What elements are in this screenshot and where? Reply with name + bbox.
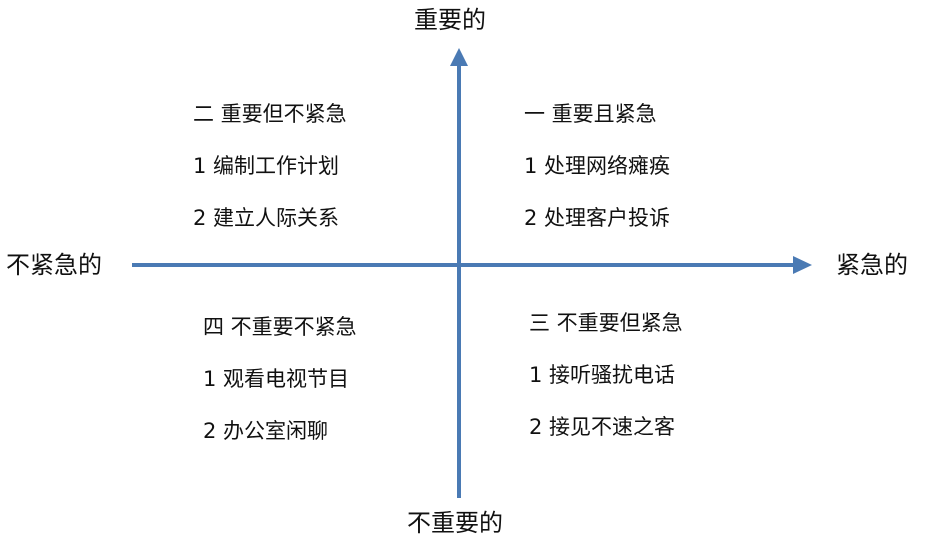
list-item: 2 处理客户投诉	[524, 206, 671, 230]
quadrant-important-urgent: 一 重要且紧急 1 处理网络瘫痪 2 处理客户投诉	[524, 102, 670, 231]
right-arrowhead	[793, 256, 812, 274]
up-arrowhead	[450, 48, 468, 66]
quadrant-not-important-not-urgent: 四 不重要不紧急 1 观看电视节目 2 办公室闲聊	[203, 315, 357, 444]
axis-label-important: 重要的	[414, 6, 486, 34]
axis-label-urgent: 紧急的	[836, 251, 908, 279]
list-item: 1 处理网络瘫痪	[524, 154, 671, 178]
list-item: 2 办公室闲聊	[203, 419, 329, 443]
list-item: 1 观看电视节目	[203, 367, 350, 391]
list-item: 2 接见不速之客	[529, 415, 676, 439]
quadrant-title: 三 不重要但紧急	[529, 311, 683, 335]
list-item: 1 编制工作计划	[193, 154, 340, 178]
quadrant-not-important-urgent: 三 不重要但紧急 1 接听骚扰电话 2 接见不速之客	[529, 311, 683, 440]
list-item: 1 接听骚扰电话	[529, 363, 676, 387]
list-item: 2 建立人际关系	[193, 206, 340, 230]
quadrant-title: 四 不重要不紧急	[203, 315, 357, 339]
axis-label-not-important: 不重要的	[407, 509, 503, 537]
axis-label-not-urgent: 不紧急的	[6, 251, 102, 279]
quadrant-title: 一 重要且紧急	[524, 102, 657, 126]
quadrant-title: 二 重要但不紧急	[193, 102, 347, 126]
quadrant-important-not-urgent: 二 重要但不紧急 1 编制工作计划 2 建立人际关系	[193, 102, 347, 231]
